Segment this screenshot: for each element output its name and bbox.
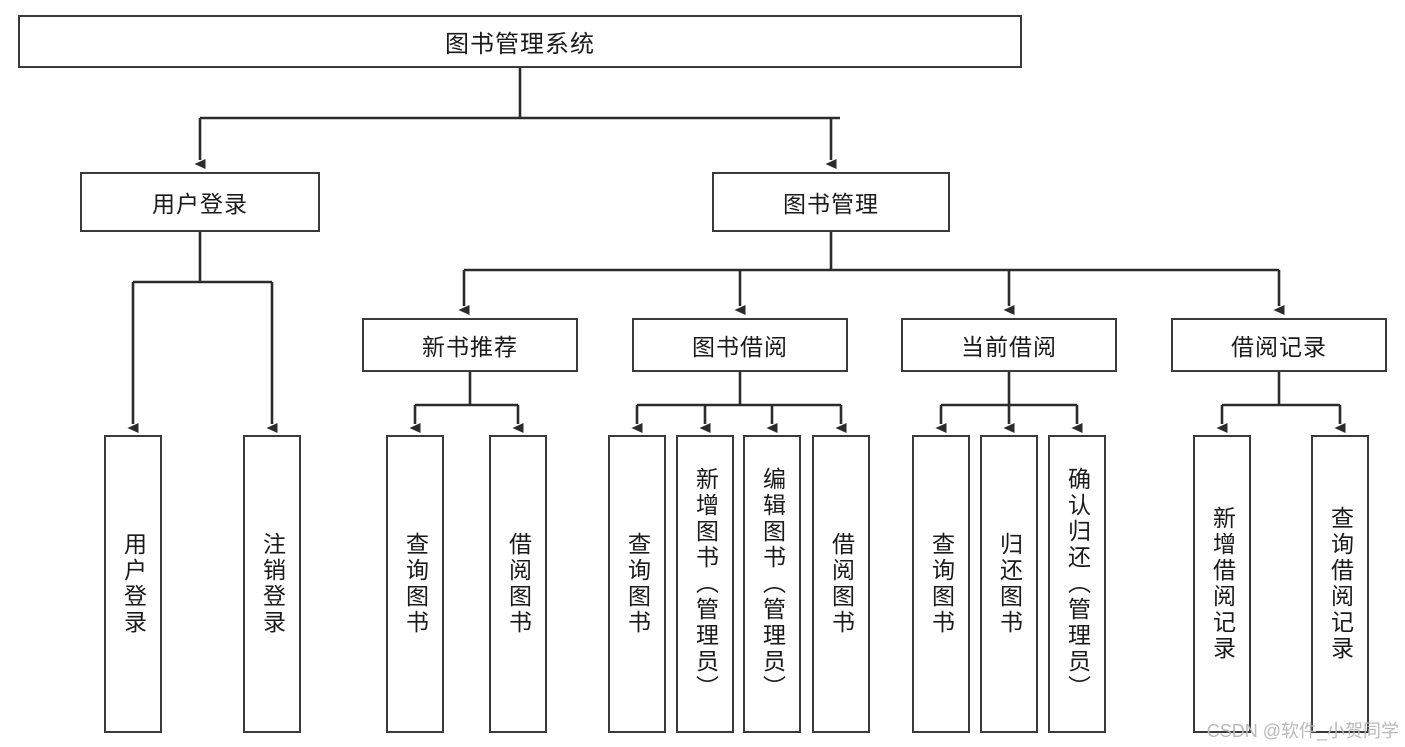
leaf-user-login-login[interactable]: 用户登录 <box>104 435 162 733</box>
leaf-label: 新增借阅记录 <box>1209 506 1236 662</box>
leaf-borrow-record-add[interactable]: 新增借阅记录 <box>1193 435 1251 733</box>
node-book-borrow[interactable]: 图书借阅 <box>632 318 848 372</box>
leaf-borrow-record-query[interactable]: 查询借阅记录 <box>1311 435 1369 733</box>
leaf-book-borrow-add[interactable]: 新增图书（管理员） <box>676 435 734 733</box>
leaf-label: 查询借阅记录 <box>1327 506 1354 662</box>
leaf-label: 新增图书（管理员） <box>692 467 719 701</box>
leaf-new-book-borrow[interactable]: 借阅图书 <box>489 435 547 733</box>
node-current-borrow[interactable]: 当前借阅 <box>901 318 1117 372</box>
leaf-label: 查询图书 <box>928 532 955 636</box>
leaf-label: 查询图书 <box>624 532 651 636</box>
node-new-book-recommend[interactable]: 新书推荐 <box>362 318 578 372</box>
leaf-label: 用户登录 <box>120 532 147 636</box>
leaf-label: 查询图书 <box>402 532 429 636</box>
leaf-label: 确认归还（管理员） <box>1064 467 1091 701</box>
node-borrow-record[interactable]: 借阅记录 <box>1171 318 1387 372</box>
leaf-label: 借阅图书 <box>505 532 532 636</box>
node-book-management[interactable]: 图书管理 <box>712 172 950 232</box>
node-root-system[interactable]: 图书管理系统 <box>18 15 1022 68</box>
leaf-new-book-query[interactable]: 查询图书 <box>386 435 444 733</box>
node-user-login[interactable]: 用户登录 <box>80 172 320 232</box>
leaf-current-borrow-query[interactable]: 查询图书 <box>912 435 970 733</box>
leaf-label: 注销登录 <box>259 532 286 636</box>
leaf-current-borrow-confirm-return[interactable]: 确认归还（管理员） <box>1048 435 1106 733</box>
leaf-label: 编辑图书（管理员） <box>759 467 786 701</box>
leaf-user-login-logout[interactable]: 注销登录 <box>243 435 301 733</box>
leaf-book-borrow-borrow[interactable]: 借阅图书 <box>812 435 870 733</box>
csdn-watermark: CSDN @软件_小贺同学 <box>1206 721 1399 741</box>
leaf-book-borrow-query[interactable]: 查询图书 <box>608 435 666 733</box>
leaf-label: 借阅图书 <box>828 532 855 636</box>
leaf-book-borrow-edit[interactable]: 编辑图书（管理员） <box>743 435 801 733</box>
leaf-current-borrow-return[interactable]: 归还图书 <box>980 435 1038 733</box>
leaf-label: 归还图书 <box>996 532 1023 636</box>
